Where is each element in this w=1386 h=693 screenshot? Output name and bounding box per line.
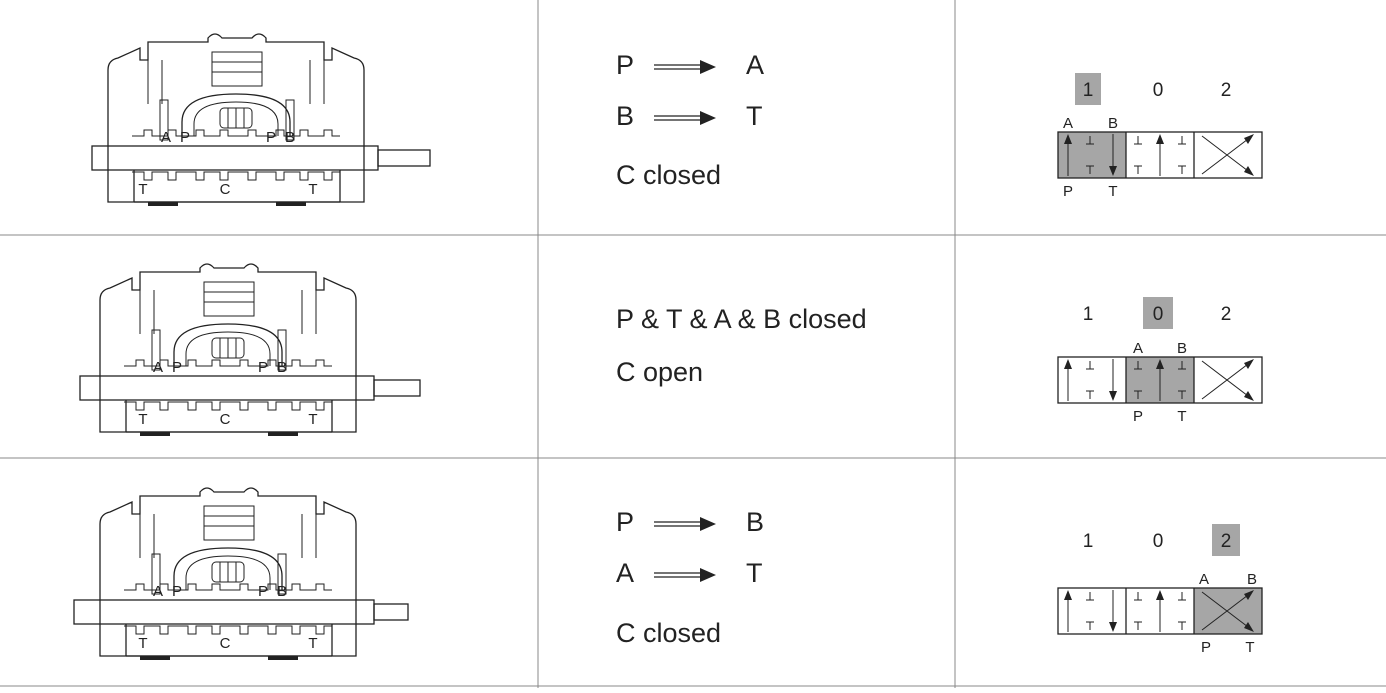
symbol-label-a: A	[1199, 571, 1209, 588]
position-label-0: 0	[1153, 80, 1164, 101]
port-label-t: T	[308, 411, 317, 428]
flow-note: P & T & A & B closed	[616, 304, 867, 334]
port-label-c: C	[220, 635, 231, 652]
valve-symbol: 1 0 2 A B P T	[1057, 73, 1263, 200]
port-label-b: B	[277, 359, 287, 376]
port-label-p: P	[258, 583, 268, 600]
flow-description: P & T & A & B closed C open	[616, 304, 867, 387]
flow-description: P A B T C closed	[616, 50, 764, 190]
symbol-label-b: B	[1247, 571, 1257, 588]
symbol-label-a: A	[1133, 340, 1143, 357]
flow-to: T	[746, 101, 763, 131]
valve-drawing: A P P B T C T	[79, 263, 421, 436]
flow-arrow	[654, 517, 716, 531]
flow-from: P	[616, 507, 634, 537]
position-0-highlight	[1143, 297, 1173, 329]
symbol-label-p: P	[1133, 408, 1143, 425]
position-1-highlight	[1075, 73, 1101, 105]
flow-to: T	[746, 558, 763, 588]
valve-drawing-body	[73, 487, 409, 660]
symbol-label-a: A	[1063, 115, 1073, 132]
valve-symbol: 1 0 2 A B P T	[1057, 524, 1263, 656]
port-label-t: T	[308, 181, 317, 198]
position-label-2: 2	[1221, 80, 1232, 101]
row-2: A P P B T C T P & T & A & B closed C ope…	[79, 263, 1263, 436]
position-label-0: 0	[1153, 304, 1164, 325]
port-label-p: P	[172, 359, 182, 376]
flow-from: P	[616, 50, 634, 80]
symbol-label-p: P	[1201, 639, 1211, 656]
port-label-a: A	[153, 583, 163, 600]
port-label-b: B	[277, 583, 287, 600]
position-label-1: 1	[1083, 304, 1094, 325]
port-label-t: T	[138, 635, 147, 652]
port-label-t: T	[308, 635, 317, 652]
position-label-1: 1	[1083, 531, 1094, 552]
port-label-c: C	[220, 181, 231, 198]
port-label-b: B	[285, 129, 295, 146]
flow-from: A	[616, 558, 634, 588]
symbol-label-t: T	[1245, 639, 1254, 656]
symbol-label-b: B	[1108, 115, 1118, 132]
flow-from: B	[616, 101, 634, 131]
flow-to: A	[746, 50, 764, 80]
flow-note-2: C open	[616, 357, 703, 387]
position-2-highlight	[1212, 524, 1240, 556]
valve-drawing-body	[79, 263, 421, 436]
flow-arrow	[654, 568, 716, 582]
position-label-0: 0	[1153, 531, 1164, 552]
position-label-1: 1	[1083, 80, 1094, 101]
flow-arrow	[654, 60, 716, 74]
port-label-t: T	[138, 181, 147, 198]
port-label-p: P	[266, 129, 276, 146]
position-label-2: 2	[1221, 531, 1232, 552]
flow-to: B	[746, 507, 764, 537]
port-label-p: P	[172, 583, 182, 600]
valve-drawing: A P P B T C T	[73, 487, 409, 660]
port-label-p: P	[258, 359, 268, 376]
symbol-label-p: P	[1063, 183, 1073, 200]
symbol-label-t: T	[1108, 183, 1117, 200]
port-label-a: A	[161, 129, 171, 146]
port-label-p: P	[180, 129, 190, 146]
symbol-label-t: T	[1177, 408, 1186, 425]
port-label-a: A	[153, 359, 163, 376]
valve-drawing-body	[91, 33, 431, 206]
row-3: A P P B T C T P B A T C closed 1 0 2	[73, 487, 1263, 660]
valve-drawing: A P P B T C T	[91, 33, 431, 206]
port-label-t: T	[138, 411, 147, 428]
row-1: A P P B T C T P A B T C closed 1 0 2	[91, 33, 1263, 206]
position-label-2: 2	[1221, 304, 1232, 325]
valve-symbol: 1 0 2 A B P T	[1057, 297, 1263, 425]
flow-description: P B A T C closed	[616, 507, 764, 648]
symbol-label-b: B	[1177, 340, 1187, 357]
port-label-c: C	[220, 411, 231, 428]
flow-arrow	[654, 111, 716, 125]
position-box-highlight	[1194, 588, 1262, 634]
flow-note: C closed	[616, 618, 721, 648]
flow-note: C closed	[616, 160, 721, 190]
